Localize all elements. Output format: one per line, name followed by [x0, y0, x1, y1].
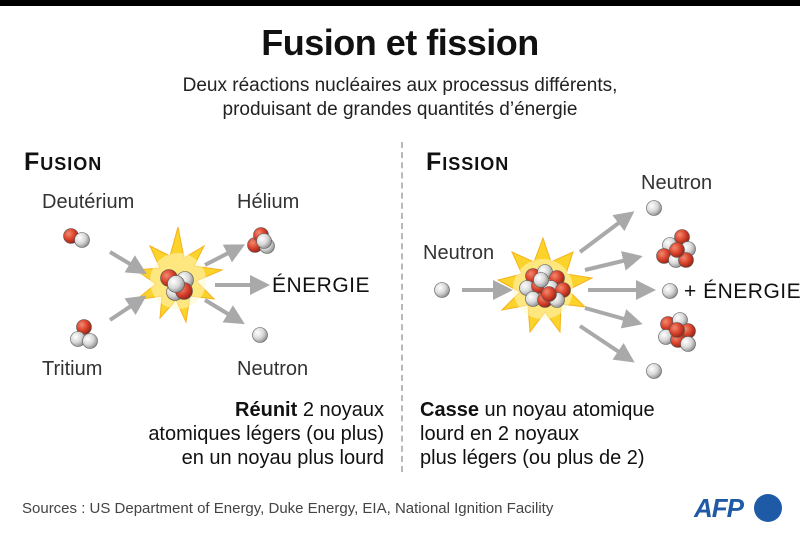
- fusion-desc-line-3: en un noyau plus lourd: [181, 447, 384, 469]
- deuterium-icon: [63, 228, 90, 248]
- section-divider: [401, 142, 403, 472]
- fission-energy-label: + ÉNERGIE: [684, 280, 800, 303]
- subtitle: Deux réactions nucléaires aux processus …: [0, 74, 800, 122]
- fission-neutron-top-icon: [646, 200, 662, 216]
- fission-description: Casse un noyau atomique lourd en 2 noyau…: [420, 398, 655, 470]
- top-bar: [0, 0, 800, 6]
- fission-arrows: [462, 211, 656, 363]
- fission-desc-line-1: un noyau atomique: [478, 399, 655, 421]
- tritium-label: Tritium: [42, 358, 103, 380]
- heavy-nucleus-icon: [519, 264, 571, 308]
- tritium-icon: [70, 319, 98, 349]
- fusion-heading: Fusion: [24, 148, 103, 176]
- fusion-desc-line-2: atomiques légers (ou plus): [148, 423, 384, 445]
- fission-neutron-mid-icon: [662, 283, 678, 299]
- fusion-neutron-icon: [252, 327, 268, 343]
- helium-icon: [247, 227, 275, 254]
- fusion-neutron-label: Neutron: [237, 358, 309, 380]
- deuterium-label: Deutérium: [42, 191, 135, 213]
- outgoing-neutron-label: Neutron: [641, 172, 713, 194]
- incoming-neutron-label: Neutron: [423, 242, 495, 264]
- fusion-nucleus-icon: [160, 269, 194, 301]
- afp-logo-text: AFP: [694, 493, 744, 523]
- fusion-description: Réunit 2 noyaux atomiques légers (ou plu…: [148, 398, 384, 470]
- fragment-top-icon: [656, 229, 696, 268]
- helium-label: Hélium: [237, 191, 300, 213]
- fusion-energy-label: ÉNERGIE: [272, 274, 371, 297]
- sources-note: Sources : US Department of Energy, Duke …: [22, 500, 554, 517]
- fragment-bottom-icon: [658, 312, 696, 352]
- incoming-neutron-icon: [434, 282, 450, 298]
- fusion-desc-bold: Réunit: [235, 399, 298, 421]
- fission-desc-bold: Casse: [420, 399, 479, 421]
- afp-logo: AFP: [694, 491, 786, 527]
- fission-desc-line-2: lourd en 2 noyaux: [420, 423, 580, 445]
- page-title: Fusion et fission: [261, 22, 539, 63]
- fission-heading: Fission: [426, 148, 510, 176]
- fission-desc-line-3: plus légers (ou plus de 2): [420, 447, 645, 469]
- subtitle-line-1: Deux réactions nucléaires aux processus …: [182, 75, 618, 96]
- subtitle-line-2: produisant de grandes quantités d’énergi…: [222, 99, 578, 120]
- fusion-desc-line-1: 2 noyaux: [297, 399, 384, 421]
- fusion-arrows: [108, 244, 270, 325]
- fission-neutron-bottom-icon: [646, 363, 662, 379]
- afp-logo-dot: [754, 494, 782, 522]
